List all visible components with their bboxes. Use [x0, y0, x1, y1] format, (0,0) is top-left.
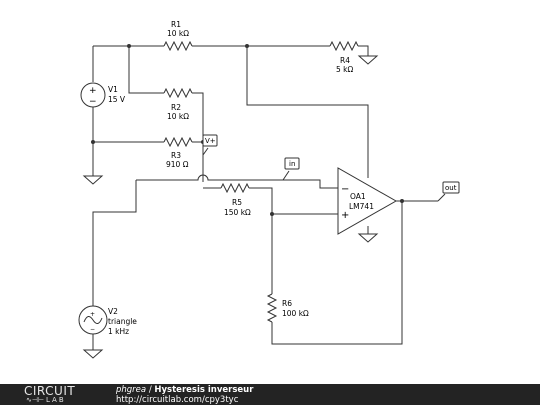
schematic: R1 10 kΩ R2 10 kΩ R3 910 Ω R4 5 kΩ R5 15… [78, 20, 460, 359]
oa1-model: LM741 [349, 202, 374, 211]
voltage-source-v1[interactable]: + − V1 15 V [80, 82, 126, 108]
schematic-canvas: R1 10 kΩ R2 10 kΩ R3 910 Ω R4 5 kΩ R5 15… [78, 20, 460, 359]
ground-icon [82, 175, 104, 185]
v1-minus-sign: − [89, 97, 97, 107]
logo-text-top: CIRCUIT [24, 384, 76, 398]
r4-name: R4 [340, 56, 350, 65]
resistor-r2[interactable]: R2 10 kΩ [163, 87, 193, 121]
opamp-inverting-pin: − [341, 184, 349, 195]
ground-icon [82, 349, 104, 359]
r6-value: 100 kΩ [282, 309, 309, 318]
resistor-r1[interactable]: R1 10 kΩ [163, 20, 193, 52]
resistor-r4[interactable]: R4 5 kΩ [329, 40, 359, 74]
r1-value: 10 kΩ [167, 29, 189, 38]
opamp-oa1[interactable]: − + OA1 LM741 [337, 167, 398, 235]
r4-value: 5 kΩ [336, 65, 353, 74]
v2-plus-sign: + [90, 311, 95, 318]
r6-name: R6 [282, 299, 292, 308]
probe-vplus[interactable]: V+ [202, 134, 218, 156]
wires [92, 45, 438, 350]
resistor-r6[interactable]: R6 100 kΩ [266, 293, 309, 323]
footer-bar: CIRCUIT ∿⊣⊢ LAB phgrea / Hysteresis inve… [0, 384, 540, 405]
probe-out-label: out [445, 184, 457, 192]
ground-icon [357, 55, 379, 65]
circuit-meta: phgrea / Hysteresis inverseur http://cir… [116, 385, 253, 405]
v2-minus-sign: − [90, 326, 95, 333]
r3-value: 910 Ω [166, 160, 189, 169]
path-separator: / [148, 385, 152, 395]
v2-type: triangle [108, 317, 137, 326]
v1-plus-sign: + [89, 86, 97, 96]
r2-name: R2 [171, 103, 181, 112]
probe-vplus-label: V+ [205, 137, 216, 145]
junction-dot [400, 199, 404, 203]
ground-icon [357, 233, 379, 243]
logo-text-bottom: LAB [46, 396, 66, 404]
junction-dot [270, 212, 274, 216]
circuit-title: Hysteresis inverseur [154, 385, 254, 395]
r3-name: R3 [171, 151, 181, 160]
r5-name: R5 [232, 198, 242, 207]
r5-value: 150 kΩ [224, 208, 251, 217]
logo-circuit-glyph-icon: ∿⊣⊢ [26, 396, 45, 404]
circuitlab-logo[interactable]: CIRCUIT ∿⊣⊢ LAB [24, 385, 98, 404]
opamp-noninverting-pin: + [341, 210, 349, 221]
junction-dot [127, 44, 131, 48]
probe-out[interactable]: out [437, 181, 460, 202]
junction-dot [245, 44, 249, 48]
r2-value: 10 kΩ [167, 112, 189, 121]
resistor-r5[interactable]: R5 150 kΩ [220, 182, 251, 217]
resistor-r3[interactable]: R3 910 Ω [163, 136, 193, 169]
voltage-source-v2[interactable]: + − V2 triangle 1 kHz [78, 305, 137, 336]
circuit-url[interactable]: http://circuitlab.com/cpy3tyc [116, 395, 239, 405]
v1-value: 15 V [108, 95, 126, 104]
author-link[interactable]: phgrea [116, 385, 147, 395]
oa1-name: OA1 [350, 192, 366, 201]
v1-name: V1 [108, 85, 118, 94]
v2-frequency: 1 kHz [108, 327, 129, 336]
sine-wave-icon [83, 316, 103, 324]
v2-name: V2 [108, 307, 118, 316]
junction-dot [91, 140, 95, 144]
probe-in[interactable]: in [282, 157, 300, 181]
probe-in-label: in [289, 160, 295, 168]
r1-name: R1 [171, 20, 181, 29]
